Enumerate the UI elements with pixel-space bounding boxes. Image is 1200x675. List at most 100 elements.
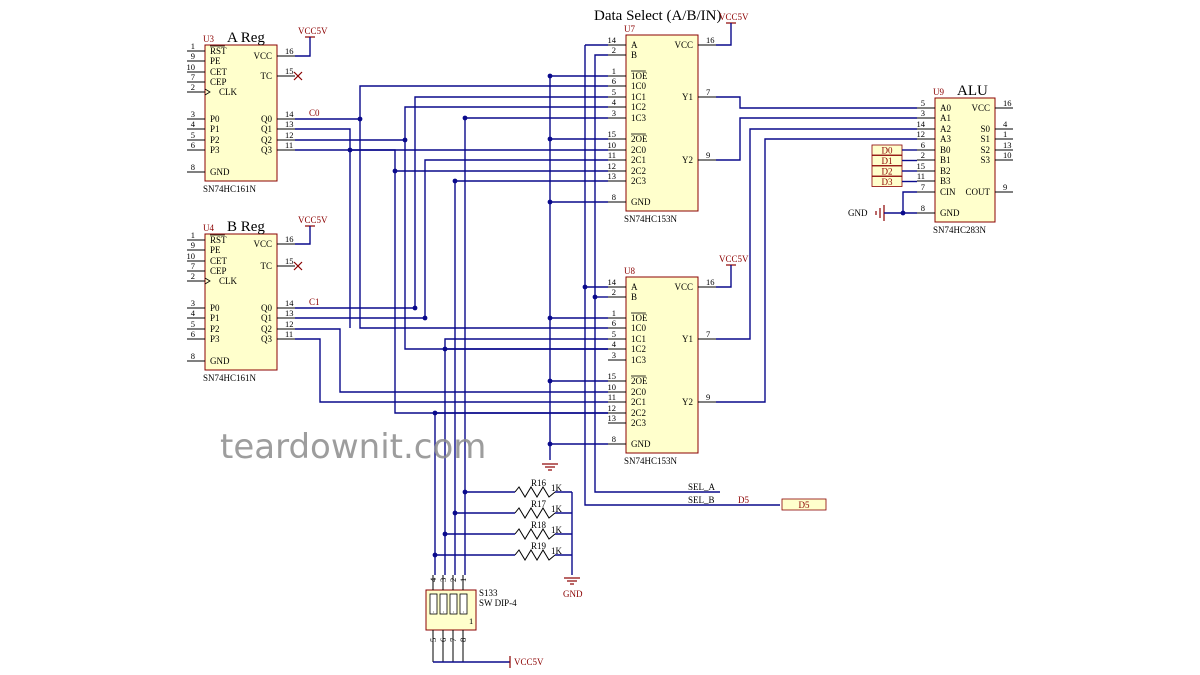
pin-number: 12 [917,129,926,139]
junction-dot [582,284,588,290]
pin-number: 12 [608,403,617,413]
pin-name: P0 [210,114,220,124]
junction-dot [442,531,448,537]
u7-body [625,34,699,212]
pin-name: GND [210,356,230,366]
switch-bottom-pin: 8 [458,638,468,642]
pin-number: 7 [191,261,195,271]
junction-dot [422,315,428,321]
resistor-value: 1K [551,483,563,493]
pin-name: CLK [219,276,238,286]
pin-number: 4 [612,339,617,349]
switch-lever[interactable] [449,593,458,615]
pin-number: 9 [706,392,710,402]
pin-name: 2OE [631,134,648,144]
junction-dot [462,489,468,495]
pin-name: Y1 [682,92,693,102]
pin-name: 2C2 [631,408,646,418]
pin-name: 2C2 [631,166,646,176]
pin-number: 11 [917,171,925,181]
pin-name: B1 [940,155,951,165]
pin-name: CEP [210,77,227,87]
junction-dot [412,305,418,311]
pin-name: 1OE [631,71,648,81]
pin-number: 13 [608,171,617,181]
junction-dot [547,378,553,384]
pin-number: 9 [191,240,195,250]
pin-name: B0 [940,145,951,155]
pin-number: 3 [191,298,195,308]
resistor-ref: R19 [531,541,547,551]
vcc-label: VCC5V [298,26,328,36]
pin-name: S2 [980,145,990,155]
pin-name: B2 [940,166,951,176]
pin-number: 5 [191,130,195,140]
pin-number: 2 [612,287,616,297]
switch-lever[interactable] [439,593,448,615]
pin-number: 15 [285,66,294,76]
pin-name: S1 [980,134,990,144]
pin-number: 16 [285,234,294,244]
junction-dot [547,315,553,321]
pin-number: 15 [917,161,926,171]
pin-number: 5 [921,98,925,108]
pin-name: A [631,282,638,292]
port-d0: D0 [871,144,903,156]
net-label-c0: C0 [309,108,320,118]
vcc-label: VCC5V [719,254,749,264]
pin-number: 16 [706,277,715,287]
pin-name: P3 [210,334,220,344]
pin-number: 1 [612,308,616,318]
pin-name: Q2 [261,324,272,334]
u4-ref: U4 [203,223,214,233]
pin-number: 16 [285,46,294,56]
pin-name: A0 [940,103,951,113]
pin-name: PE [210,245,221,255]
pin-number: 2 [191,271,195,281]
pin-number: 4 [612,97,617,107]
port-label: D3 [882,177,893,187]
switch-on-mark: 1 [469,616,473,626]
switch-lever[interactable] [459,593,468,615]
pin-number: 8 [612,192,616,202]
port-d1: D1 [871,155,903,166]
wire [295,85,608,120]
u4-body [204,233,278,371]
pin-name: 1OE [631,313,648,323]
pin-number: 5 [612,87,616,97]
pin-number: 14 [285,298,294,308]
wire [902,191,917,214]
pin-number: 15 [285,256,294,266]
pin-name: VCC [674,40,693,50]
u3-body [204,44,278,182]
u8-vcc-symbol: VCC5V [719,254,749,266]
pin-number: 10 [187,62,196,72]
pin-number: 1 [191,230,195,240]
switch-lever[interactable] [429,593,438,615]
pin-number: 6 [612,76,616,86]
pin-name: RST [210,46,227,56]
u7-title: Data Select (A/B/IN) [594,8,721,24]
wire [716,265,732,288]
junction-dot [392,168,398,174]
pin-number: 8 [612,434,616,444]
junction-dot [462,115,468,121]
watermark-text: teardownit.com [220,427,486,467]
port-label: D5 [799,500,810,510]
junction-dot [452,510,458,516]
port-label: D0 [882,146,893,156]
pin-name: CIN [940,187,956,197]
port-label: D2 [882,167,893,177]
pin-number: 2 [191,82,195,92]
pin-number: 9 [191,51,195,61]
wire [295,96,608,309]
switch-vcc-symbol: VCC5V [509,656,544,668]
wire [394,171,608,414]
u4-device: SN74HC161N [203,373,257,383]
